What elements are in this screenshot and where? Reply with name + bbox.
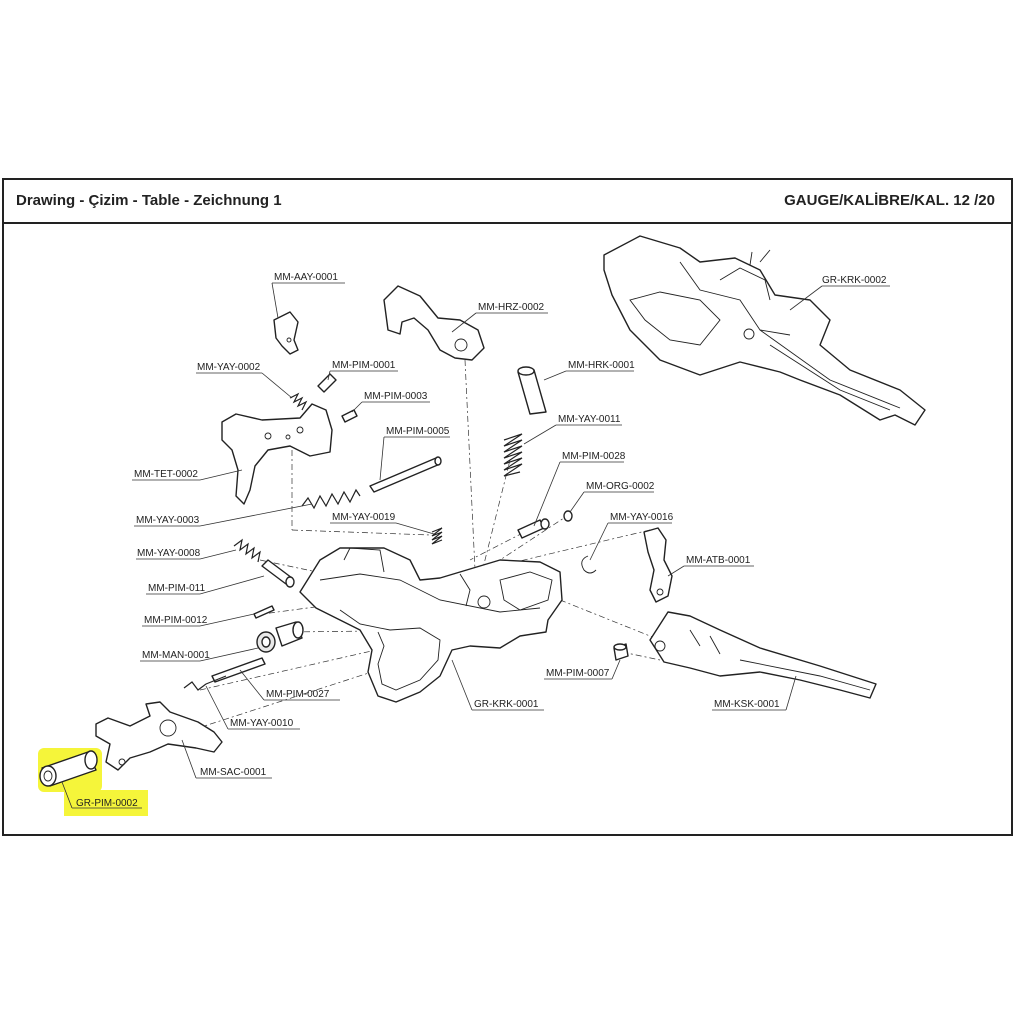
mm-pim-011-part [261,559,295,588]
mm-yay-0008-part [233,538,261,563]
gr-pim-0002-part [39,750,98,787]
drawing-frame: Drawing - Çizim - Table - Zeichnung 1 GA… [2,178,1013,836]
label-mm-org-0002: MM-ORG-0002 [586,481,655,492]
mm-tet-0002-part [221,403,333,505]
label-mm-hrk-0001: MM-HRK-0001 [568,360,635,371]
mm-man-0001-part [256,621,304,653]
label-mm-pim-0027: MM-PIM-0027 [266,689,330,700]
label-mm-yay-0011: MM-YAY-0011 [558,414,621,425]
mm-yay-0002-part [289,392,308,411]
label-mm-yay-0019: MM-YAY-0019 [332,512,396,523]
mm-hrz-0002-part [383,285,485,361]
label-mm-sac-0001: MM-SAC-0001 [200,767,267,778]
mm-yay-0003-part [301,488,361,510]
label-mm-pim-0001: MM-PIM-0001 [332,360,396,371]
mm-pim-0001-part [317,373,337,393]
mm-yay-0016-part [581,555,597,574]
label-mm-yay-0008: MM-YAY-0008 [137,548,201,559]
label-mm-pim-011: MM-PIM-011 [148,583,205,594]
label-mm-pim-0005: MM-PIM-0005 [386,426,450,437]
label-mm-yay-0016: MM-YAY-0016 [610,512,674,523]
mm-yay-0011-part [503,433,523,477]
mm-pim-0005-part [369,456,442,493]
label-mm-aay-0001: MM-AAY-0001 [274,272,338,283]
mm-yay-0019-part [431,527,443,545]
mm-sac-0001-part [95,701,223,771]
label-mm-ksk-0001: MM-KSK-0001 [714,699,780,710]
mm-aay-0001-part [273,311,299,355]
label-mm-yay-0002: MM-YAY-0002 [197,362,261,373]
mm-ksk-0001-part [649,611,877,699]
label-mm-pim-0007: MM-PIM-0007 [546,668,610,679]
mm-atb-0001-part [643,527,673,603]
label-gr-pim-0002: GR-PIM-0002 [76,798,138,809]
label-mm-yay-0003: MM-YAY-0003 [136,515,200,526]
label-mm-man-0001: MM-MAN-0001 [142,650,210,661]
drawing-title: Drawing - Çizim - Table - Zeichnung 1 [16,192,282,209]
gr-krk-0001-part [299,547,563,703]
label-mm-yay-0010: MM-YAY-0010 [230,718,294,729]
gr-krk-0002-assembly [603,235,926,426]
part-labels: GR-KRK-0002 MM-AAY-0001 MM-HRZ-0002 MM-Y… [76,272,887,809]
drawing-header: Drawing - Çizim - Table - Zeichnung 1 GA… [4,180,1011,224]
label-gr-krk-0002: GR-KRK-0002 [822,275,887,286]
mm-pim-0028-part [517,518,550,539]
mm-pim-0003-part [341,409,358,423]
label-mm-tet-0002: MM-TET-0002 [134,469,198,480]
mm-yay-0010-part [183,675,227,691]
gauge-label: GAUGE/KALİBRE/KAL. 12 /20 [784,192,995,209]
leader-lines [61,282,890,809]
label-mm-pim-0003: MM-PIM-0003 [364,391,428,402]
label-mm-hrz-0002: MM-HRZ-0002 [478,302,545,313]
mm-org-0002-part [563,510,573,522]
mm-hrk-0001-part [517,366,547,415]
label-mm-pim-0012: MM-PIM-0012 [144,615,208,626]
label-mm-pim-0028: MM-PIM-0028 [562,451,626,462]
label-gr-krk-0001: GR-KRK-0001 [474,699,539,710]
mm-pim-0007-part [613,643,629,661]
label-mm-atb-0001: MM-ATB-0001 [686,555,751,566]
mm-pim-0012-part [253,605,275,619]
gr-pim-0002-highlight [64,790,148,816]
